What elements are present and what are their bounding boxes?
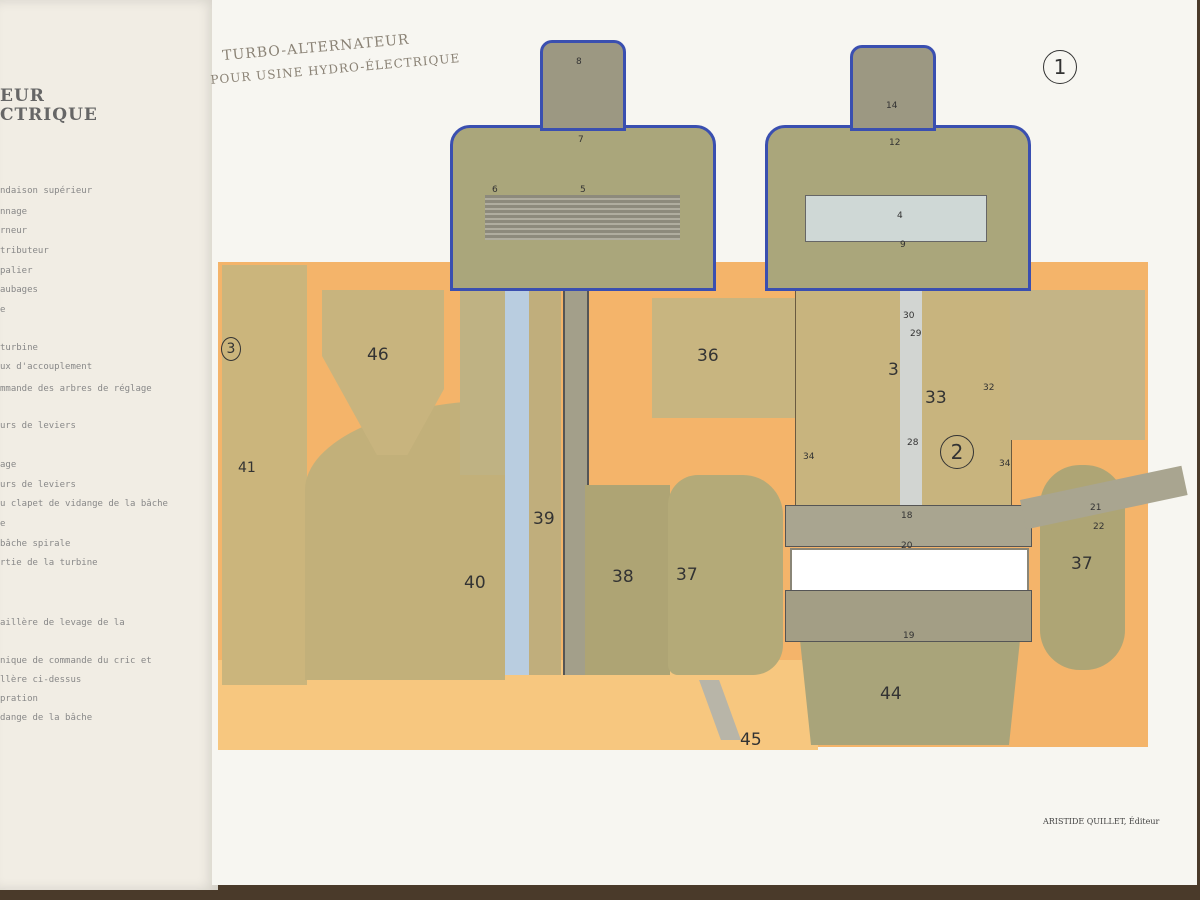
label-8: 8	[576, 57, 582, 67]
label-4: 4	[897, 211, 903, 221]
label-5: 5	[580, 185, 586, 195]
circled-label-1: 1	[1043, 50, 1077, 84]
label-29: 29	[910, 329, 922, 339]
spiral-18-20	[785, 505, 1032, 547]
label-46: 46	[367, 345, 389, 365]
label-21: 21	[1090, 503, 1102, 513]
label-28: 28	[907, 438, 919, 448]
label-19: 19	[903, 631, 915, 641]
publisher: ARISTIDE QUILLET, Éditeur	[1043, 817, 1160, 826]
exciter-left	[540, 40, 626, 131]
label-9: 9	[900, 240, 906, 250]
label-20: 20	[901, 541, 913, 551]
block-41	[222, 265, 307, 685]
distributor-gap	[790, 548, 1029, 594]
ladder-shaft	[563, 290, 589, 675]
label-34-right: 34	[999, 459, 1011, 469]
exciter-right	[850, 45, 936, 131]
label-12: 12	[889, 138, 901, 148]
draft-tube-44	[800, 640, 1020, 745]
legend-item: bâche spirale	[0, 539, 71, 549]
label-45: 45	[740, 730, 762, 750]
block-right	[1010, 290, 1145, 440]
legend-item: mmande des arbres de réglage	[0, 384, 152, 394]
block-37	[668, 475, 783, 675]
label-36: 36	[697, 346, 719, 366]
legend-item: aillère de levage de la	[0, 618, 125, 628]
shaft-28	[900, 290, 922, 505]
legend-item: palier	[0, 266, 33, 276]
legend-item: ux d'accouplement	[0, 362, 93, 372]
legend-item: e	[0, 519, 6, 529]
rotor-4	[805, 195, 987, 242]
left-heading-1: EUR	[0, 86, 45, 106]
legend-item: u clapet de vidange de la bâche	[0, 499, 168, 509]
label-41: 41	[238, 460, 256, 476]
label-32: 32	[983, 383, 995, 393]
label-31: 3	[888, 360, 899, 380]
label-44: 44	[880, 684, 902, 704]
label-6: 6	[492, 185, 498, 195]
runner-19	[785, 590, 1032, 642]
label-7: 7	[578, 135, 584, 145]
legend-item: urs de leviers	[0, 480, 76, 490]
label-22: 22	[1093, 522, 1105, 532]
block-wall	[460, 290, 505, 475]
label-14: 14	[886, 101, 898, 111]
legend-item: nique de commande du cric et	[0, 656, 152, 666]
legend-item: pration	[0, 694, 38, 704]
legend-item: urs de leviers	[0, 421, 76, 431]
label-37-right: 37	[1071, 554, 1093, 574]
circled-label-3: 3	[221, 337, 241, 361]
label-18: 18	[901, 511, 913, 521]
legend-item: aubages	[0, 285, 38, 295]
legend-item: llère ci-dessus	[0, 675, 82, 685]
legend-item: tributeur	[0, 246, 49, 256]
pipe-39	[505, 290, 529, 675]
legend-item: rneur	[0, 226, 28, 236]
legend-item: turbine	[0, 343, 38, 353]
legend-item: rtie de la turbine	[0, 558, 98, 568]
legend-item: age	[0, 460, 17, 470]
left-heading-2: CTRIQUE	[0, 105, 98, 125]
label-39: 39	[533, 509, 555, 529]
label-38: 38	[612, 567, 634, 587]
label-34-left: 34	[803, 452, 815, 462]
legend-item: dange de la bâche	[0, 713, 93, 723]
label-37: 37	[676, 565, 698, 585]
label-33: 33	[925, 388, 947, 408]
stator-5	[485, 195, 680, 240]
block-38	[585, 485, 670, 675]
circled-label-2: 2	[940, 435, 974, 469]
label-40: 40	[464, 573, 486, 593]
legend-item: e	[0, 305, 6, 315]
left-page: EUR CTRIQUE ndaison supérieur nnage rneu…	[0, 0, 218, 890]
block-39	[529, 290, 561, 675]
label-30: 30	[903, 311, 915, 321]
legend-item: ndaison supérieur	[0, 186, 93, 196]
legend-item: nnage	[0, 207, 28, 217]
block-36	[652, 298, 797, 418]
